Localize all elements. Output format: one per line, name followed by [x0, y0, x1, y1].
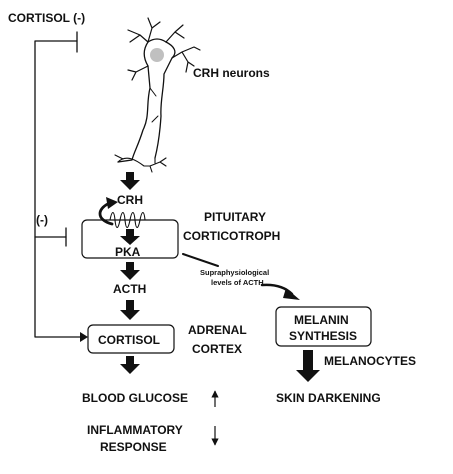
arrow-pka-to-acth	[120, 262, 140, 280]
melanin-label-line2: SYNTHESIS	[289, 329, 357, 343]
feedback-minus-label: (-)	[36, 213, 48, 227]
adrenal-label-line2: CORTEX	[192, 342, 242, 356]
inflammatory-label-line2: RESPONSE	[100, 440, 167, 454]
melanin-box	[275, 306, 372, 347]
supra-label-line1: Supraphysiological	[200, 268, 269, 277]
inflammatory-label-line1: INFLAMMATORY	[87, 423, 183, 437]
receptor-icon	[109, 211, 146, 229]
crh-neuron	[114, 17, 201, 173]
adrenal-label-line1: ADRENAL	[188, 323, 247, 337]
cortisol-box	[87, 324, 175, 354]
melanin-label-line1: MELANIN	[294, 313, 349, 327]
arrow-melanin-to-skin	[296, 350, 320, 382]
negative-feedback-bracket	[34, 31, 81, 338]
crh-neurons-label: CRH neurons	[193, 66, 270, 80]
crh-label: CRH	[117, 193, 143, 207]
arrow-neurons-to-crh	[120, 172, 140, 190]
melanocytes-label: MELANOCYTES	[324, 354, 416, 368]
arrow-receptor-to-pka	[120, 229, 140, 245]
neuron-nucleus	[150, 48, 164, 62]
pka-label: PKA	[115, 245, 141, 259]
acth-label: ACTH	[113, 282, 146, 296]
skin-darkening-label: SKIN DARKENING	[276, 391, 381, 405]
blood-glucose-label: BLOOD GLUCOSE	[82, 391, 188, 405]
supra-branch-line	[182, 253, 219, 267]
supra-label-line2: levels of ACTH	[211, 278, 264, 287]
pituitary-box	[81, 219, 179, 259]
pituitary-label-line2: CORTICOTROPH	[183, 229, 280, 243]
cortisol-inhibitor-label: CORTISOL (-)	[8, 11, 85, 25]
arrow-acth-to-melanin-head	[283, 288, 300, 300]
pituitary-label-line1: PITUITARY	[204, 210, 266, 224]
crh-binding-arrowhead	[106, 197, 118, 209]
feedback-arrow-to-cortisol	[80, 332, 88, 342]
cortisol-label: CORTISOL	[98, 333, 160, 347]
arrow-acth-to-cortisol	[120, 300, 140, 320]
arrow-cortisol-to-effects	[120, 356, 140, 374]
